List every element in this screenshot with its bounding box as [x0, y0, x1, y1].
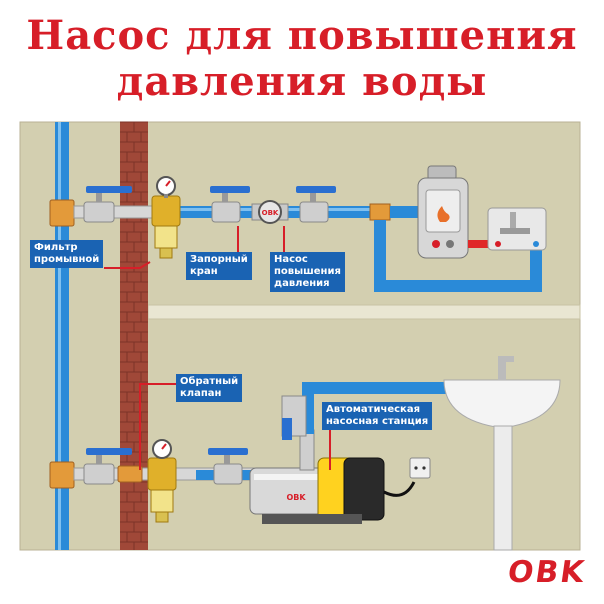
branch-pipe-up	[530, 240, 542, 292]
wall-mixer-tap	[487, 207, 547, 251]
label-line: давления	[274, 278, 330, 289]
branch-pipe-down	[374, 220, 386, 290]
water-heater	[417, 165, 469, 259]
svg-text:OBK: OBK	[262, 209, 279, 217]
label-line: промывной	[34, 254, 100, 265]
shutoff-valve-upper	[210, 186, 250, 223]
label-flush-filter: Фильтр промывной	[30, 240, 104, 268]
obk-logo: OBK	[505, 555, 589, 590]
label-line: Фильтр	[34, 242, 78, 253]
label-shutoff-valve: Запорный кран	[186, 252, 252, 280]
label-line: насосная станция	[326, 416, 429, 427]
flush-filter-upper	[151, 176, 181, 259]
title-line-1: Насос для повышения	[26, 12, 578, 59]
label-check-valve: Обратный клапан	[176, 374, 243, 402]
label-line: Автоматическая	[326, 404, 420, 415]
ball-valve-lower-1	[83, 448, 132, 485]
shutoff-valve-upper-2	[296, 186, 336, 223]
label-booster-pump: Насос повышения давления	[270, 252, 345, 292]
label-pumping-station: Автоматическая насосная станция	[322, 402, 433, 430]
label-line: Обратный	[180, 376, 239, 387]
ball-valve-lower-2	[208, 448, 248, 485]
branch-pipe-horizontal	[374, 280, 538, 292]
flush-filter-lower	[147, 439, 177, 523]
label-line: Запорный	[190, 254, 248, 265]
riser-tee-top	[49, 199, 75, 227]
floor-slab	[147, 304, 581, 320]
station-to-sink-pipe	[302, 382, 482, 394]
main-riser-pipe	[55, 122, 69, 550]
riser-tee-bottom	[49, 461, 75, 489]
label-line: повышения	[274, 266, 341, 277]
title-line-2: давления воды	[116, 58, 488, 105]
label-line: Насос	[274, 254, 308, 265]
check-valve-lower	[117, 465, 143, 483]
ball-valve-upper-1	[83, 186, 132, 223]
svg-text:OBK: OBK	[286, 493, 306, 502]
power-socket	[409, 457, 431, 479]
pumping-station: OBK	[249, 429, 385, 524]
booster-pump: OBK	[251, 200, 289, 224]
upper-tee	[369, 203, 391, 221]
label-line: кран	[190, 266, 218, 277]
wash-basin	[443, 356, 561, 551]
label-line: клапан	[180, 388, 222, 399]
hot-water-pipe	[468, 240, 498, 248]
